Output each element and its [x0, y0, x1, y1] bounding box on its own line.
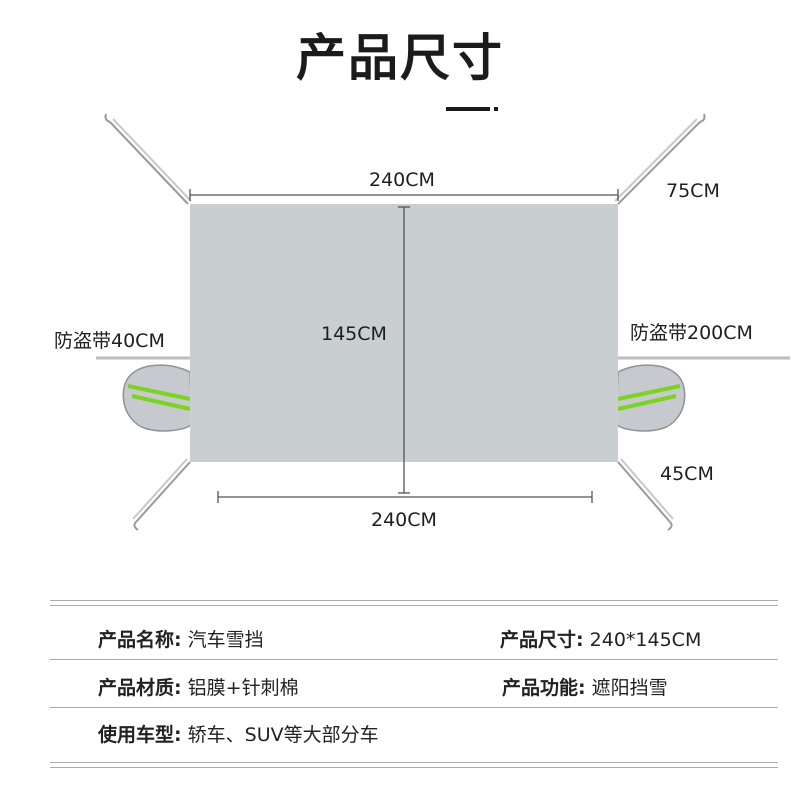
title-underline-dot [494, 107, 498, 111]
spec-label: 产品材质: [98, 677, 182, 699]
bottom-width-label: 240CM [371, 509, 437, 531]
dimension-line-bottom-width [217, 491, 593, 503]
title-underline [446, 107, 490, 111]
dimension-line-top-width [189, 189, 619, 201]
spec-material: 产品材质: 铝膜+针刺棉 [98, 673, 299, 700]
mirror-cover-right [615, 364, 686, 432]
spec-value: 汽车雪挡 [187, 629, 264, 651]
right-top-strap-label: 75CM [666, 180, 720, 202]
spec-table-bottom-rule [50, 762, 778, 768]
left-anti-theft-strap-label: 防盗带40CM [54, 330, 165, 352]
dimension-line-height [398, 206, 410, 494]
height-label: 145CM [321, 323, 387, 345]
spec-product-size: 产品尺寸: 240*145CM [500, 625, 701, 652]
spec-value: 铝膜+针刺棉 [187, 677, 299, 699]
spec-vehicle-type: 使用车型: 轿车、SUV等大部分车 [98, 720, 379, 747]
spec-value: 轿车、SUV等大部分车 [187, 724, 379, 746]
page-title: 产品尺寸 [296, 29, 504, 87]
spec-label: 产品功能: [502, 677, 586, 699]
top-width-label: 240CM [369, 169, 435, 191]
strap-bottom-right [617, 458, 674, 531]
spec-function: 产品功能: 遮阳挡雪 [502, 673, 668, 700]
spec-table-top-rule [50, 600, 778, 606]
strap-top-right [614, 113, 706, 205]
right-anti-theft-strap-label: 防盗带200CM [630, 322, 753, 344]
strap-top-left [104, 113, 192, 205]
spec-table-rule [50, 659, 778, 660]
right-bottom-strap-label: 45CM [660, 463, 714, 485]
spec-label: 产品尺寸: [500, 629, 584, 651]
spec-value: 遮阳挡雪 [591, 677, 668, 699]
spec-table-rule [50, 707, 778, 708]
spec-label: 使用车型: [98, 724, 182, 746]
spec-value: 240*145CM [589, 629, 702, 651]
spec-label: 产品名称: [98, 629, 182, 651]
spec-product-name: 产品名称: 汽车雪挡 [98, 625, 264, 652]
mirror-cover-left [122, 364, 193, 432]
strap-bottom-left [132, 458, 191, 531]
